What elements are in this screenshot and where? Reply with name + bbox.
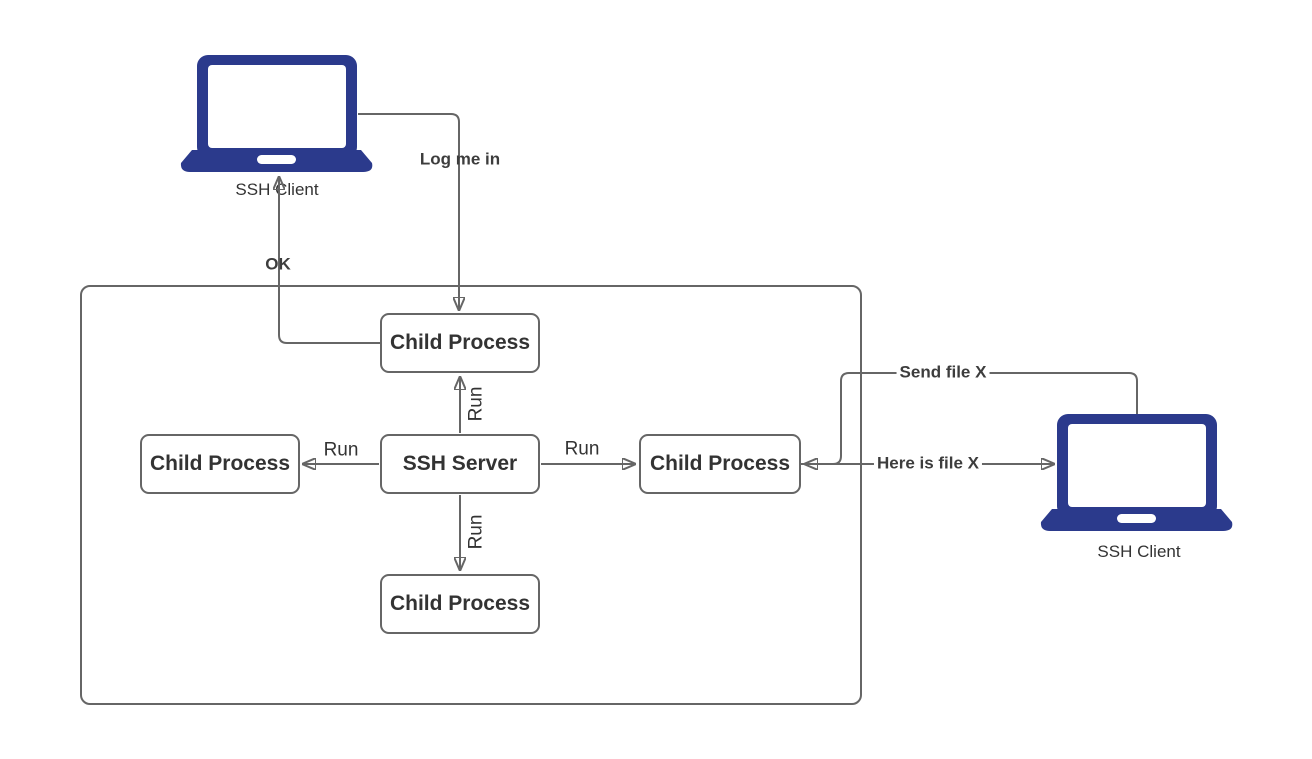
node-ssh-server: SSH Server [380,434,540,494]
edge-label-run-right: Run [564,438,600,460]
node-child-process-right: Child Process [639,434,801,494]
node-child-process-bottom-label: Child Process [389,592,531,615]
client-left-label: SSH Client [235,180,319,199]
server-boundary-box [80,285,862,705]
laptop-icon [1040,414,1233,531]
laptop-icon [180,55,373,172]
edge-log-me-in [358,113,459,311]
edge-label-run-up: Run [465,386,487,422]
edge-label-send-file-x: Send file X [896,363,990,383]
node-child-process-bottom: Child Process [380,574,540,634]
edge-label-run-left: Run [323,439,359,461]
node-child-process-top: Child Process [380,313,540,373]
edge-label-here-is-file-x: Here is file X [873,454,983,474]
node-child-process-right-label: Child Process [649,452,791,475]
edge-label-ok: OK [265,254,291,274]
node-child-process-left-label: Child Process [149,452,291,475]
edge-label-run-down: Run [465,514,487,550]
node-ssh-server-label: SSH Server [402,452,518,475]
client-right-label: SSH Client [1097,542,1181,561]
node-child-process-left: Child Process [140,434,300,494]
edge-label-log-me-in: Log me in [419,149,501,169]
node-child-process-top-label: Child Process [389,331,531,354]
